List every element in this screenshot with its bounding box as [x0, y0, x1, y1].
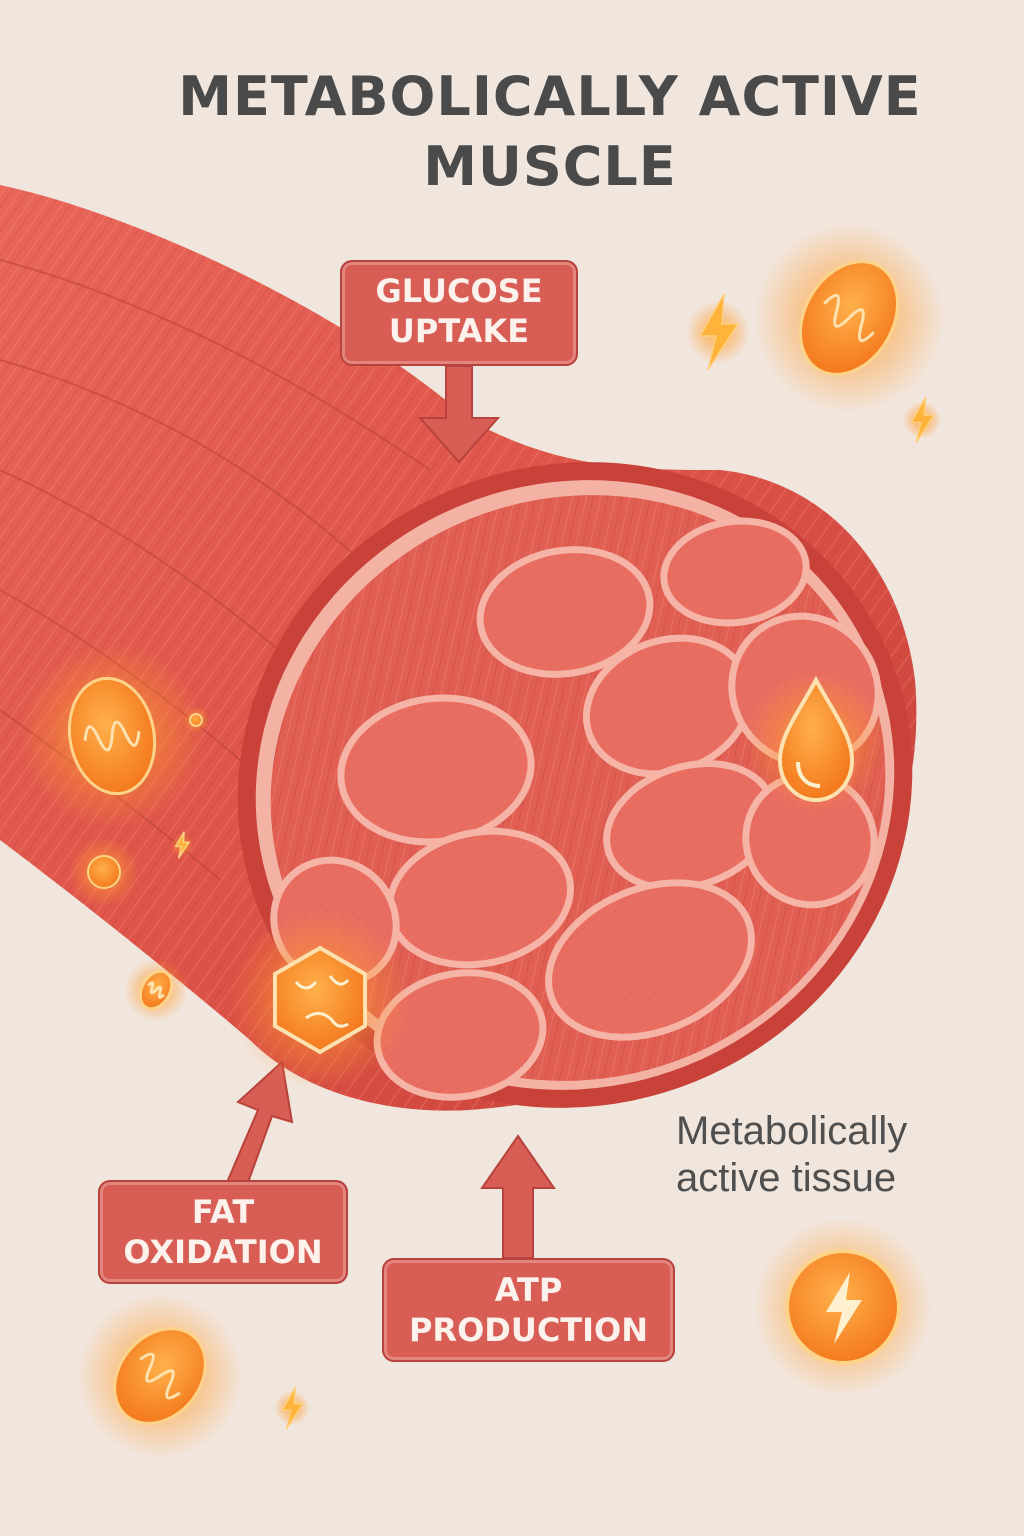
energy-particle-icon	[68, 836, 140, 908]
muscle-fiber-end	[373, 969, 547, 1101]
glucose-arrow	[417, 365, 501, 464]
muscle-fiber-end	[337, 694, 535, 846]
muscle-fiber-end	[385, 827, 575, 969]
lightning-bolt-icon	[686, 293, 750, 371]
mitochondrion-icon	[753, 222, 945, 414]
mitochondrion-icon	[19, 643, 205, 829]
page-title: METABOLICALLY ACTIVE MUSCLE	[100, 62, 1000, 202]
muscle-fiber-end	[660, 517, 810, 627]
glucose-uptake-label: GLUCOSE UPTAKE	[340, 260, 578, 366]
side-note-line-2: active tissue	[676, 1156, 897, 1200]
fat-oxidation-label: FAT OXIDATION	[98, 1180, 348, 1284]
fat-droplet-icon	[746, 672, 886, 812]
energy-particle-icon	[182, 706, 210, 734]
mitochondrion-icon	[124, 958, 188, 1022]
lightning-bolt-icon	[274, 1386, 310, 1430]
mitochondrion-icon	[76, 1292, 244, 1460]
glucose-uptake-line-1: GLUCOSE	[375, 272, 543, 310]
atp-production-line-2: PRODUCTION	[408, 1311, 649, 1349]
muscle-fiber-end	[603, 760, 777, 892]
atp-production-label: ATP PRODUCTION	[382, 1258, 675, 1362]
fat-oxidation-line-2: OXIDATION	[123, 1233, 323, 1271]
muscle-fiber-end	[582, 634, 754, 778]
title-line-1: METABOLICALLY ACTIVE	[178, 65, 922, 128]
lightning-bolt-icon	[902, 396, 942, 444]
glucose-uptake-line-2: UPTAKE	[388, 312, 530, 350]
energy-circle-icon	[753, 1217, 933, 1397]
muscle-fiber-end	[545, 879, 755, 1041]
fat-arrow	[226, 1060, 294, 1190]
title-line-2: MUSCLE	[423, 135, 677, 198]
fat-oxidation-line-1: FAT	[191, 1193, 255, 1231]
fat-cell-hexagon-icon	[230, 910, 410, 1090]
lightning-bolt-icon	[170, 831, 194, 859]
atp-arrow	[480, 1134, 556, 1259]
muscle-fiber-end	[476, 546, 654, 678]
side-note-line-1: Metabolically	[676, 1109, 908, 1153]
atp-production-line-1: ATP	[494, 1271, 563, 1309]
side-note: Metabolically active tissue	[676, 1108, 976, 1202]
